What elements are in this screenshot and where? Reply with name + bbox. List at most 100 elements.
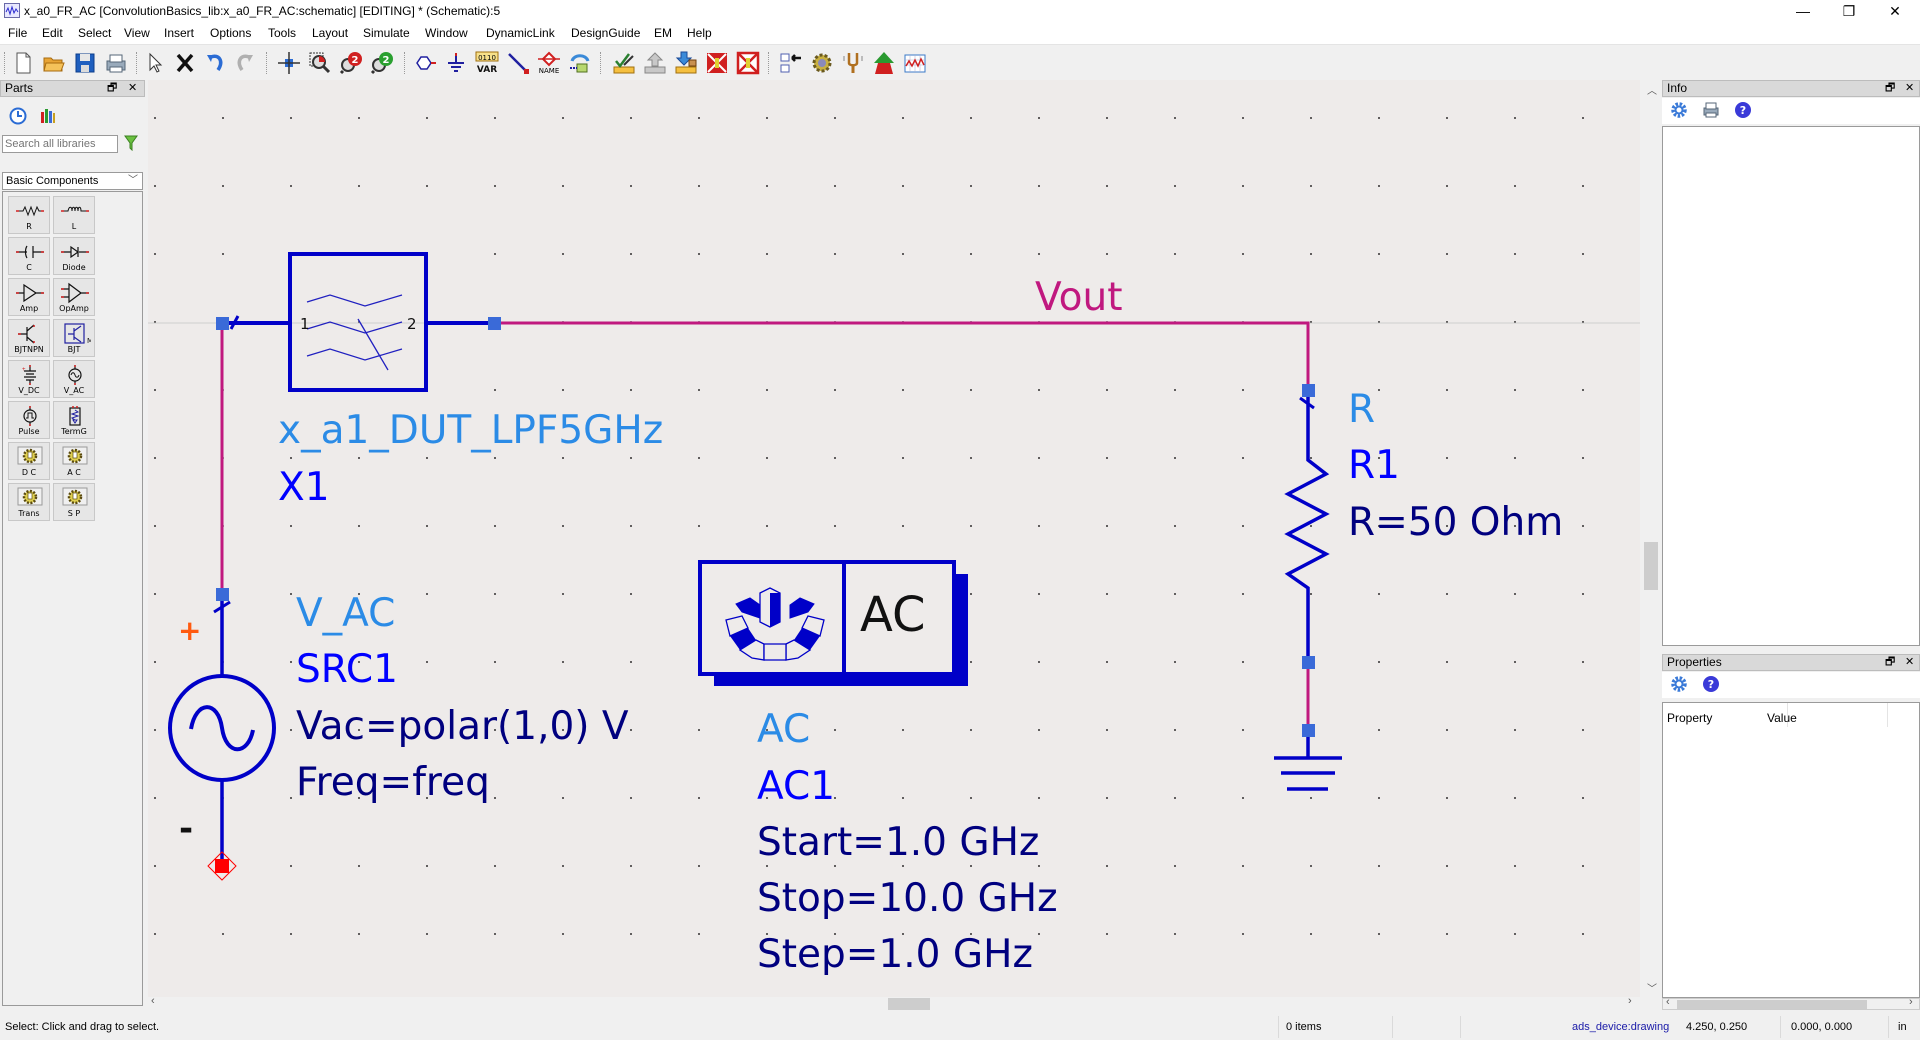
source-param-vac[interactable]: Vac=polar(1,0) V: [296, 704, 629, 749]
help-icon[interactable]: ?: [1734, 101, 1752, 119]
ac-simulation-component[interactable]: AC: [698, 560, 968, 686]
select-button[interactable]: [142, 50, 168, 76]
print-button[interactable]: [103, 50, 129, 76]
properties-horizontal-scrollbar[interactable]: ‹ ›: [1662, 996, 1920, 1010]
insert-ground-button[interactable]: [443, 50, 469, 76]
palette-item-bjtnpn[interactable]: BJTNPN: [8, 319, 50, 357]
recent-parts-button[interactable]: [8, 106, 28, 126]
menu-view[interactable]: View: [124, 26, 150, 40]
menu-insert[interactable]: Insert: [164, 26, 195, 40]
swap-components-button[interactable]: [778, 50, 804, 76]
vac-source-component[interactable]: + -: [168, 588, 276, 881]
source-instance-label[interactable]: SRC1: [296, 647, 398, 692]
scroll-up-arrow-icon[interactable]: ︿: [1647, 86, 1657, 97]
canvas-horizontal-scrollbar[interactable]: ‹ ›: [148, 995, 1640, 1011]
palette-item-amp[interactable]: Amp: [8, 278, 50, 316]
resistor-param-label[interactable]: R=50 Ohm: [1348, 500, 1563, 545]
menu-help[interactable]: Help: [687, 26, 712, 40]
zoom-area-button[interactable]: [307, 50, 333, 76]
palette-item-s-p[interactable]: S P: [53, 483, 95, 521]
pin-node[interactable]: [488, 317, 501, 330]
resistor-instance-label[interactable]: R1: [1348, 443, 1400, 488]
palette-item-opamp[interactable]: OpAmp: [53, 278, 95, 316]
menu-tools[interactable]: Tools: [268, 26, 297, 40]
wire-vout[interactable]: [494, 321, 1310, 390]
scroll-right-arrow-icon[interactable]: ›: [1909, 996, 1913, 1008]
help-icon[interactable]: ?: [1702, 675, 1720, 693]
filter-component-x1[interactable]: 1 2: [216, 252, 501, 392]
settings-gear-icon[interactable]: [1670, 101, 1688, 119]
palette-item-termg[interactable]: TermG: [53, 401, 95, 439]
insert-name-button[interactable]: NAME: [536, 50, 562, 76]
push-into-button[interactable]: [567, 50, 593, 76]
optimize-button[interactable]: [871, 50, 897, 76]
canvas-vertical-scrollbar[interactable]: ︿ ﹀: [1642, 80, 1662, 997]
net-label-vout[interactable]: Vout: [1035, 275, 1123, 320]
zoom-out-button[interactable]: 2: [369, 50, 395, 76]
float-panel-icon[interactable]: 🗗: [1885, 656, 1896, 668]
pin-node[interactable]: [1302, 384, 1315, 397]
menu-em[interactable]: EM: [654, 26, 672, 40]
palette-item-trans[interactable]: Trans: [8, 483, 50, 521]
filter-button[interactable]: [124, 135, 138, 152]
menu-select[interactable]: Select: [78, 26, 112, 40]
menu-dynamiclink[interactable]: DynamicLink: [486, 26, 555, 40]
tuning-button[interactable]: [840, 50, 866, 76]
resistor-type-label[interactable]: R: [1348, 387, 1375, 432]
menu-layout[interactable]: Layout: [312, 26, 349, 40]
library-dropdown[interactable]: Basic Components ﹀: [2, 172, 143, 190]
palette-item-a-c[interactable]: A C: [53, 442, 95, 480]
palette-item-c[interactable]: C: [8, 237, 50, 275]
ac-param-step[interactable]: Step=1.0 GHz: [757, 932, 1033, 977]
palette-item-v-dc[interactable]: +V_DC: [8, 360, 50, 398]
scroll-left-arrow-icon[interactable]: ‹: [1666, 996, 1670, 1008]
close-panel-icon[interactable]: ✕: [1905, 656, 1915, 668]
value-column-header[interactable]: Value: [1767, 711, 1797, 725]
close-panel-icon[interactable]: ✕: [128, 82, 138, 94]
settings-gear-icon[interactable]: [1670, 675, 1688, 693]
menu-file[interactable]: File: [8, 26, 28, 40]
deactivate-short-button[interactable]: [735, 50, 761, 76]
ac-param-start[interactable]: Start=1.0 GHz: [757, 820, 1039, 865]
palette-item-l[interactable]: L: [53, 196, 95, 234]
ac-param-stop[interactable]: Stop=10.0 GHz: [757, 876, 1058, 921]
palette-item-r[interactable]: R: [8, 196, 50, 234]
pin-node[interactable]: [216, 317, 229, 330]
check-in-button[interactable]: [611, 50, 637, 76]
pin-node[interactable]: [1302, 724, 1315, 737]
save-button[interactable]: [72, 50, 98, 76]
print-icon[interactable]: [1702, 101, 1720, 119]
insert-wire-button[interactable]: [505, 50, 531, 76]
insert-port-button[interactable]: [413, 50, 439, 76]
properties-scroll-thumb[interactable]: [1677, 1000, 1867, 1009]
new-button[interactable]: [10, 50, 36, 76]
data-display-button[interactable]: [902, 50, 928, 76]
vertical-scroll-thumb[interactable]: [1644, 542, 1658, 590]
palette-item-d-c[interactable]: D C: [8, 442, 50, 480]
redo-button[interactable]: [232, 50, 258, 76]
palette-item-diode[interactable]: Diode: [53, 237, 95, 275]
menu-window[interactable]: Window: [425, 26, 468, 40]
close-button[interactable]: ✕: [1889, 3, 1901, 19]
parts-search-input[interactable]: [2, 135, 118, 153]
download-lock-button[interactable]: [673, 50, 699, 76]
pin-node[interactable]: [1302, 656, 1315, 669]
menu-designguide[interactable]: DesignGuide: [571, 26, 641, 40]
open-button[interactable]: [41, 50, 67, 76]
scroll-right-arrow-icon[interactable]: ›: [1628, 995, 1632, 1007]
libraries-button[interactable]: [38, 106, 58, 126]
horizontal-scroll-thumb[interactable]: [888, 998, 930, 1011]
zoom-in-button[interactable]: 2: [338, 50, 364, 76]
source-param-freq[interactable]: Freq=freq: [296, 760, 490, 805]
scroll-left-arrow-icon[interactable]: ‹: [151, 995, 155, 1007]
menu-edit[interactable]: Edit: [42, 26, 63, 40]
restore-button[interactable]: ❐: [1842, 3, 1856, 19]
float-panel-icon[interactable]: 🗗: [107, 82, 118, 94]
pin-node[interactable]: [216, 588, 229, 601]
upload-button[interactable]: [642, 50, 668, 76]
menu-options[interactable]: Options: [210, 26, 252, 40]
resistor-component-r1[interactable]: [1284, 384, 1330, 669]
source-type-label[interactable]: V_AC: [296, 591, 395, 636]
